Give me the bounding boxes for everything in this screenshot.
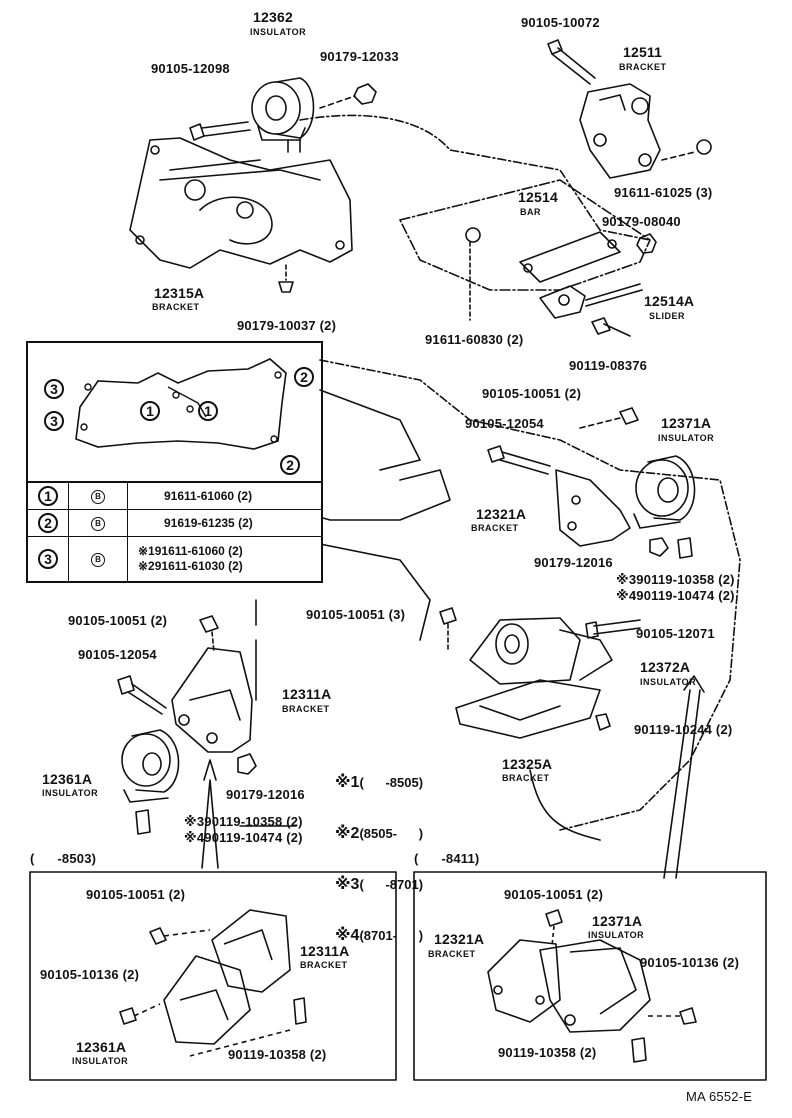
marker-1: 1 (38, 486, 58, 506)
part-12514-type: BAR (520, 207, 541, 217)
part-90105-10051-left-label: 90105-10051 (2) (68, 613, 168, 628)
insulator-12362-shape (251, 77, 315, 153)
bolt-reference-table: 1 B 91611-61060 (2) 2 B 91619-61235 (2) … (26, 481, 323, 583)
part-12511-label: 12511 (623, 44, 663, 60)
part-12321A-label: 12321A (476, 506, 527, 522)
legend-item: ※2(8505- ) (335, 825, 424, 842)
bolt-position-inset: 3 3 1 1 2 2 (26, 341, 323, 481)
marker-3: 3 (38, 549, 58, 569)
part-12514A-label: 12514A (644, 293, 695, 309)
part-12325A-type: BRACKET (502, 773, 550, 783)
part-12371A-type: INSULATOR (658, 433, 715, 443)
part-12511-type: BRACKET (619, 62, 667, 72)
part-90105-12054-left-label: 90105-12054 (78, 647, 157, 662)
bl-90119-10358-label: 90119-10358 (2) (228, 1047, 327, 1062)
part-90179-12033-label: 90179-12033 (320, 49, 399, 64)
part-12311A-label: 12311A (282, 686, 332, 702)
legend-item: ※4(8701- ) (335, 927, 424, 944)
part-12362-type: INSULATOR (250, 27, 307, 37)
part-90179-12016-right-label: 90179-12016 (534, 555, 613, 570)
b-type-icon: B (91, 516, 105, 531)
bl-12361A-type: INSULATOR (72, 1056, 129, 1066)
bl-90105-10136-label: 90105-10136 (2) (40, 967, 140, 982)
document-code: MA 6552-E (686, 1089, 753, 1104)
left-box-title: ( -8503) (30, 851, 97, 866)
legend-item: ※3( -8701) (335, 876, 424, 893)
part-90105-12054-right-label: 90105-12054 (465, 416, 544, 431)
part-90119-10358-right-label: ※390119-10358 (2) (616, 572, 735, 587)
bl-12361A-label: 12361A (76, 1039, 127, 1055)
legend-item: ※1( -8505) (335, 774, 424, 791)
marker-2: 2 (38, 513, 58, 533)
part-12371A-label: 12371A (661, 415, 712, 431)
br-90105-10051-label: 90105-10051 (2) (504, 887, 604, 902)
table-row: 3 B ※191611-61060 (2) ※291611-61030 (2) (26, 536, 323, 583)
part-12315A-type: BRACKET (152, 302, 200, 312)
table-cell-part-alt: ※291611-61030 (2) (138, 559, 243, 573)
b-type-icon: B (91, 552, 105, 567)
part-90105-12071-label: 90105-12071 (636, 626, 715, 641)
marker-2-bottom: 2 (280, 455, 300, 475)
part-91611-60830-label: 91611-60830 (2) (425, 332, 524, 347)
br-90105-10136-label: 90105-10136 (2) (640, 955, 740, 970)
marker-2-top: 2 (294, 367, 314, 387)
part-12311A-type: BRACKET (282, 704, 330, 714)
part-90105-12098-label: 90105-12098 (151, 61, 230, 76)
br-12371A-type: INSULATOR (588, 930, 645, 940)
bl-90105-10051-label: 90105-10051 (2) (86, 887, 186, 902)
br-12371A-label: 12371A (592, 913, 643, 929)
table-row: 1 B 91611-61060 (2) (26, 481, 323, 510)
part-12372A-label: 12372A (640, 659, 691, 675)
part-12315A-label: 12315A (154, 285, 205, 301)
marker-3-top: 3 (44, 379, 64, 399)
part-12321A-type: BRACKET (471, 523, 519, 533)
bl-12311A-label: 12311A (300, 943, 350, 959)
part-90179-08040-label: 90179-08040 (602, 214, 681, 229)
table-cell-part: 91619-61235 (2) (127, 509, 323, 537)
part-90105-10051-center-label: 90105-10051 (3) (306, 607, 406, 622)
part-91611-61025-label: 91611-61025 (3) (614, 185, 713, 200)
br-90119-10358-label: 90119-10358 (2) (498, 1045, 597, 1060)
bl-12311A-type: BRACKET (300, 960, 348, 970)
br-12321A-type: BRACKET (428, 949, 476, 959)
part-12325A-label: 12325A (502, 756, 553, 772)
right-box-title: ( -8411) (414, 851, 480, 866)
date-legend: ※1( -8505) ※2(8505- ) ※3( -8701) ※4(8701… (335, 740, 423, 961)
part-90119-10474-left-label: ※490119-10474 (2) (184, 830, 303, 845)
part-12362-label: 12362 (253, 9, 293, 25)
part-12361A-label: 12361A (42, 771, 93, 787)
part-90119-10358-left-label: ※390119-10358 (2) (184, 814, 303, 829)
marker-1-left: 1 (140, 401, 160, 421)
part-12514-label: 12514 (518, 189, 558, 205)
part-90105-10051-right-label: 90105-10051 (2) (482, 386, 582, 401)
insulator-12371A-shape (633, 455, 696, 529)
marker-3-bottom: 3 (44, 411, 64, 431)
part-12514A-type: SLIDER (649, 311, 686, 321)
table-cell-part: 91611-61060 (2) (127, 481, 323, 510)
b-type-icon: B (91, 489, 105, 504)
part-12372A-type: INSULATOR (640, 677, 697, 687)
part-90119-08376-label: 90119-08376 (569, 358, 648, 373)
part-90105-10072-label: 90105-10072 (521, 15, 600, 30)
part-12361A-type: INSULATOR (42, 788, 99, 798)
part-90179-12016-left-label: 90179-12016 (226, 787, 305, 802)
part-90119-10474-right-label: ※490119-10474 (2) (616, 588, 735, 603)
marker-1-right: 1 (198, 401, 218, 421)
part-90119-10244-label: 90119-10244 (2) (634, 722, 733, 737)
table-row: 2 B 91619-61235 (2) (26, 509, 323, 537)
part-90179-10037-label: 90179-10037 (2) (237, 318, 337, 333)
br-12321A-label: 12321A (434, 931, 485, 947)
table-cell-part: ※191611-61060 (2) (138, 544, 243, 558)
